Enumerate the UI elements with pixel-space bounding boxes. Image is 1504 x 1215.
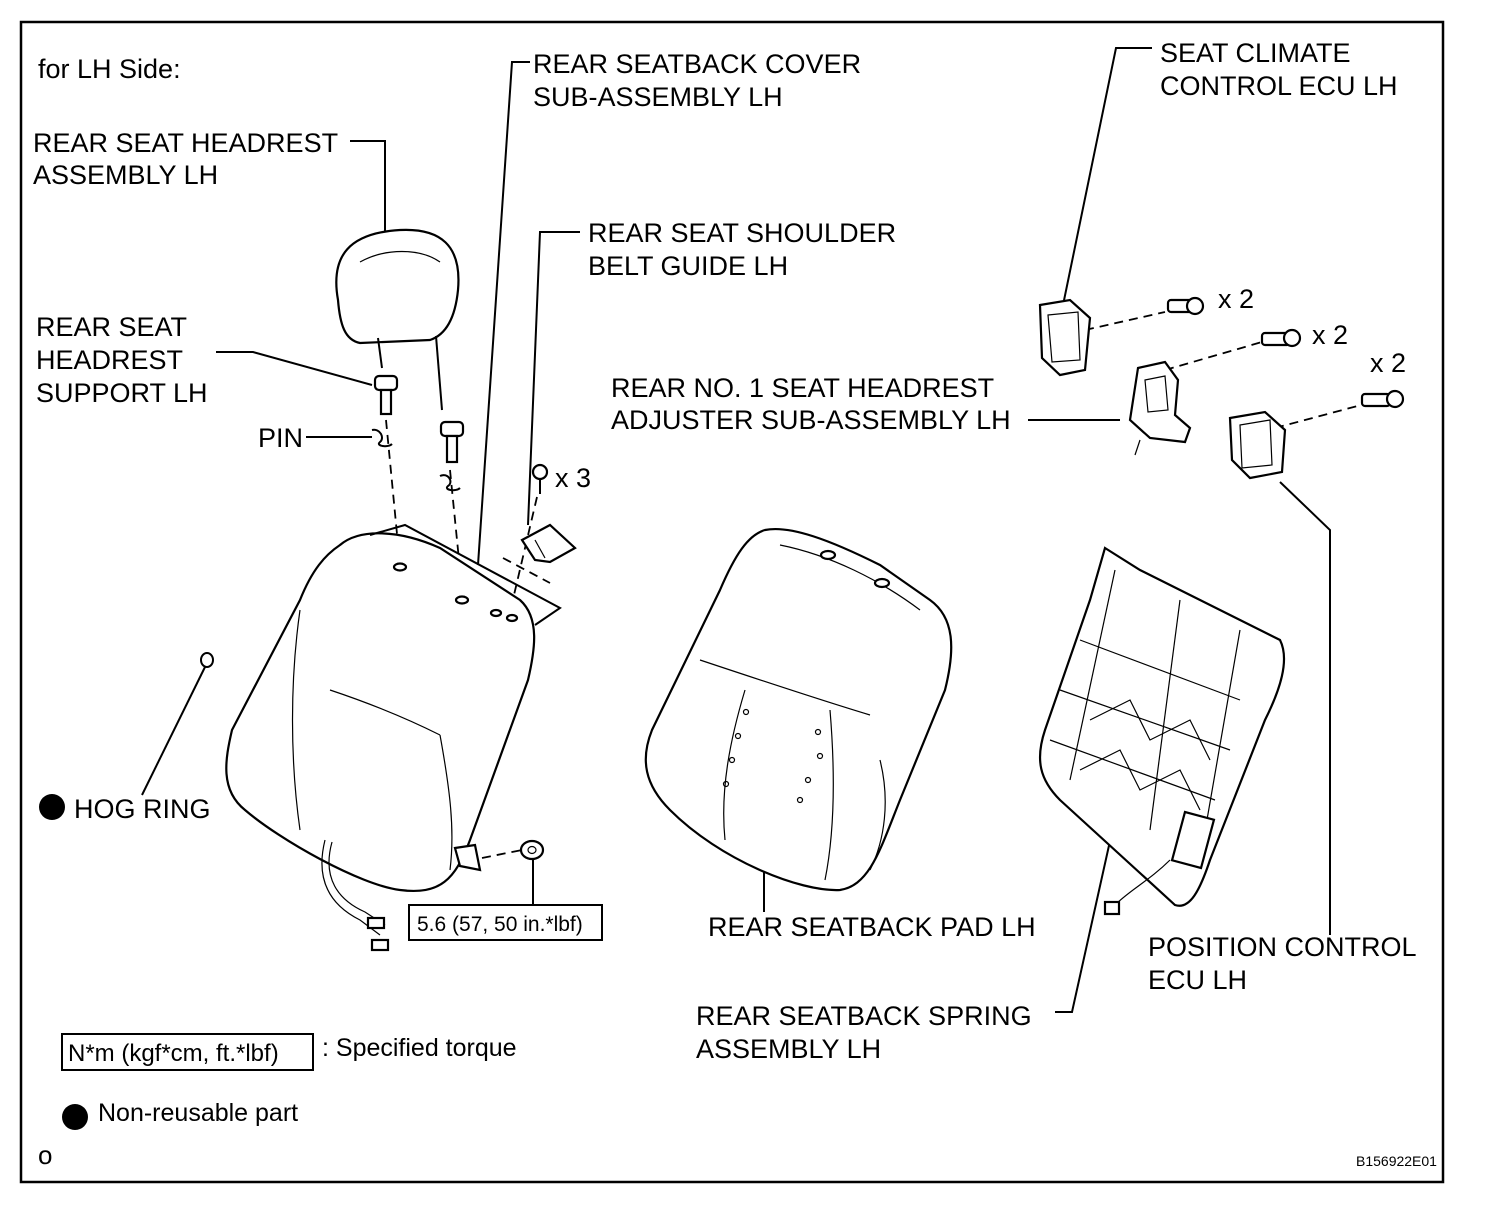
label-headrest-support-line1: REAR SEAT [36,312,187,342]
leader-lines [141,47,1331,1013]
label-headrest-assembly-line2: ASSEMBLY LH [33,160,218,190]
qty-climate-bolts: x 2 [1218,284,1254,314]
label-position-ecu-line1: POSITION CONTROL [1148,932,1417,962]
torque-value: 5.6 (57, 50 in.*lbf) [417,913,583,936]
label-seat-climate-line2: CONTROL ECU LH [1160,71,1398,101]
label-spring-assembly-line2: ASSEMBLY LH [696,1034,881,1064]
label-seatback-pad: REAR SEATBACK PAD LH [708,912,1036,942]
hog-ring-non-reusable-dot-icon [39,794,65,820]
diagram-frame [19,20,1445,1184]
adjuster-bolt [1260,328,1302,348]
legend-torque-units: N*m (kgf*cm, ft.*lbf) [68,1040,279,1067]
label-shoulder-belt-guide-line1: REAR SEAT SHOULDER [588,218,896,248]
rear-seatback-pad [644,528,953,892]
position-ecu-bolt [1360,389,1405,409]
headrest-support-left [373,374,399,416]
label-shoulder-belt-guide-line2: BELT GUIDE LH [588,251,788,281]
qty-belt-guide-screws: x 3 [555,463,591,493]
seat-climate-control-ecu [1038,298,1092,377]
side-label: for LH Side: [38,54,181,84]
rear-seatback-cover [225,523,562,952]
qty-adjuster-bolts: x 2 [1312,320,1348,350]
legend-torque-text: : Specified torque [322,1034,517,1062]
headrest-support-right [439,420,465,464]
label-headrest-assembly-line1: REAR SEAT HEADREST [33,128,338,158]
rear-seat-headrest-assembly [335,228,460,411]
position-control-ecu [1228,410,1287,480]
pin-right [439,474,461,492]
figure-id: B156922E01 [1356,1153,1437,1169]
legend-torque-box [61,1033,314,1071]
label-seatback-cover-line1: REAR SEATBACK COVER [533,49,861,79]
label-seat-climate-line1: SEAT CLIMATE [1160,38,1351,68]
label-spring-assembly-line1: REAR SEATBACK SPRING [696,1001,1032,1031]
rear-seatback-spring-assembly [1038,546,1286,916]
corner-mark: o [38,1140,52,1170]
non-reusable-dot-icon [62,1104,88,1130]
rear-seat-shoulder-belt-guide [520,523,577,564]
assembly-dashed-lines [385,311,1366,859]
label-headrest-adjuster-line1: REAR NO. 1 SEAT HEADREST [611,373,994,403]
torque-value-box [408,904,603,941]
label-seatback-cover-line2: SUB-ASSEMBLY LH [533,82,783,112]
seat-climate-bolt [1166,296,1205,316]
label-hog-ring: HOG RING [74,794,211,824]
rear-no1-seat-headrest-adjuster [1128,360,1192,456]
torque-nut [519,839,545,861]
label-headrest-adjuster-line2: ADJUSTER SUB-ASSEMBLY LH [611,405,1011,435]
label-headrest-support-line3: SUPPORT LH [36,378,208,408]
pin-left [371,428,393,448]
label-position-ecu-line2: ECU LH [1148,965,1247,995]
hog-ring-part [200,652,214,668]
qty-position-ecu-bolts: x 2 [1370,348,1406,378]
legend-non-reusable: Non-reusable part [98,1099,298,1127]
belt-guide-screw [531,463,549,494]
label-pin: PIN [258,423,303,453]
label-headrest-support-line2: HEADREST [36,345,183,375]
